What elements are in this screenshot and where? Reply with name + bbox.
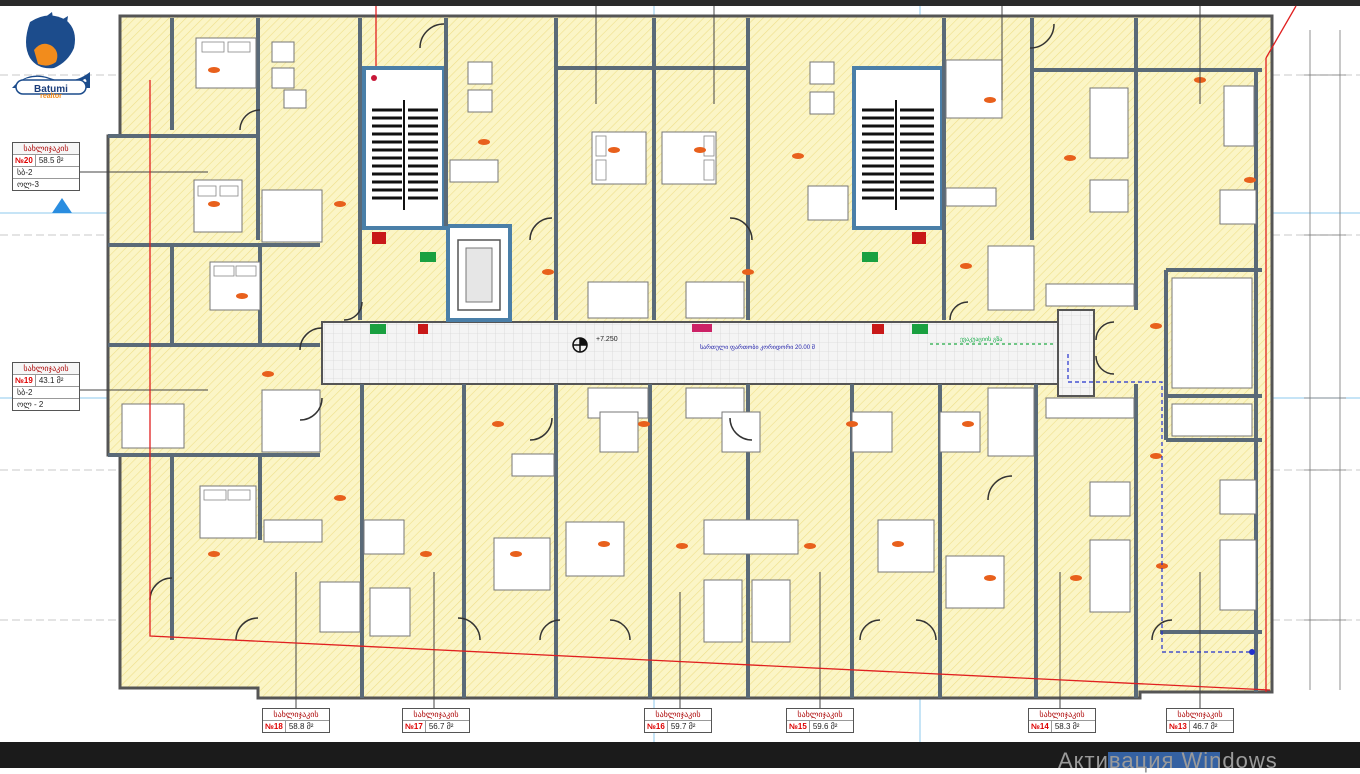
evacuation-route: [1067, 354, 1252, 653]
apartment-number: №13: [1167, 721, 1190, 732]
stairwell-left: [362, 66, 446, 244]
logo-sub: realtor: [40, 93, 62, 100]
apartment-number: №18: [263, 721, 286, 732]
apartment-type: სბ-2: [17, 388, 33, 397]
stairwell-right: [852, 66, 944, 244]
furniture: [121, 41, 1257, 643]
tag-header: სახლიჯაკის: [1029, 709, 1095, 721]
apartment-tag-20: სახლიჯაკის №20 58.5 მ² სბ-2 ოლ-3: [12, 142, 80, 191]
apartment-number: №14: [1029, 721, 1052, 732]
apartment-area: 58.8 მ²: [288, 722, 314, 731]
tag-header: სახლიჯაკის: [1167, 709, 1233, 721]
elevation-marker: [572, 337, 588, 353]
fire-equipment: [371, 75, 884, 334]
elevator-shaft: [446, 224, 512, 322]
apartment-area: 58.5 მ²: [38, 156, 64, 165]
tag-header: სახლიჯაკის: [13, 143, 79, 155]
apartment-area: 43.1 მ²: [38, 376, 64, 385]
corridor: [321, 321, 1087, 385]
apartment-level: ოლ-3: [17, 180, 39, 189]
apartment-level: ოლ - 2: [17, 400, 44, 409]
doors: [149, 23, 1173, 641]
apartment-area: 59.6 მ²: [812, 722, 838, 731]
apartment-type: სბ-2: [17, 168, 33, 177]
corridor-note: სართული ფართობი კორიდორი 20.00 მ: [700, 345, 815, 351]
windows-activation-watermark: Активация Windows: [1058, 748, 1278, 773]
tag-header: სახლიჯაკის: [263, 709, 329, 721]
apartment-area: 58.3 მ²: [1054, 722, 1080, 731]
apartment-area: 59.7 მ²: [670, 722, 696, 731]
tag-header: სახლიჯაკის: [645, 709, 711, 721]
elevation-label: +7.250: [596, 336, 618, 343]
logo-brand: Batumi: [34, 84, 68, 95]
apartment-area: 56.7 მ²: [428, 722, 454, 731]
text-selection-highlight: [1108, 752, 1220, 768]
light-fixtures: [208, 67, 1256, 581]
property-boundary: [149, 5, 1297, 692]
interior-walls: [108, 18, 1262, 698]
tag-header: სახლიჯაკის: [787, 709, 853, 721]
exit-signs: [370, 252, 928, 334]
dimension-marks: [1304, 30, 1346, 690]
apartment-tag-19: სახლიჯაკის №19 43.1 მ² სბ-2 ოლ - 2: [12, 362, 80, 411]
apartment-number: №16: [645, 721, 668, 732]
apartment-number: №15: [787, 721, 810, 732]
apartment-number: №19: [13, 375, 36, 386]
tag-header: სახლიჯაკის: [403, 709, 469, 721]
tag-header: სახლიჯაკის: [13, 363, 79, 375]
evacuation-note: ევაკუაციის გზა: [960, 337, 1003, 343]
logo-brand-text: Batumi realtor: [12, 84, 90, 100]
batumi-realtor-logo: [12, 12, 90, 95]
apartment-number: №17: [403, 721, 426, 732]
floor-plan: [0, 0, 1360, 742]
apartment-number: №20: [13, 155, 36, 166]
apartment-area: 46.7 მ²: [1192, 722, 1218, 731]
bathrooms: [261, 189, 1253, 543]
axis-marker: [52, 198, 72, 213]
